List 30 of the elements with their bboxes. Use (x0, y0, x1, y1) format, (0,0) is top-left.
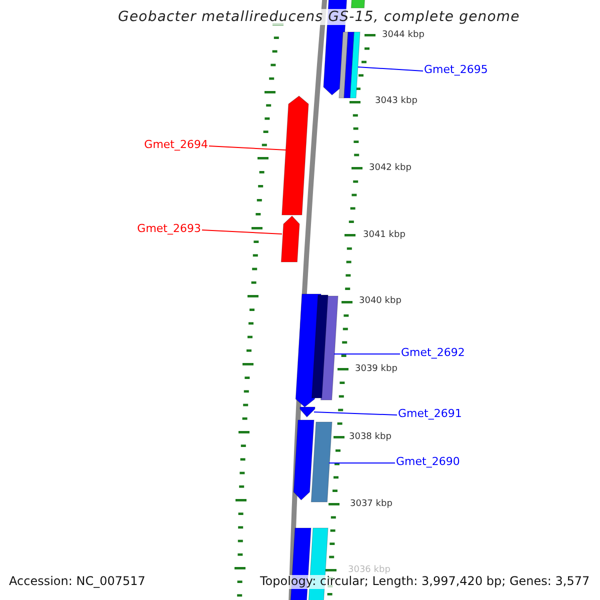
leader-line (208, 146, 286, 150)
gene-feature (338, 32, 348, 98)
accession-text: Accession: NC_007517 (9, 575, 146, 589)
tick-label: 3041 kbp (363, 230, 406, 240)
gene-label: Gmet_2694 (144, 139, 208, 152)
gene-label: Gmet_2695 (424, 64, 488, 77)
leader-line (202, 230, 282, 234)
gene-feature (344, 32, 354, 98)
genome-info-text: Topology: circular; Length: 3,997,420 bp; Genes: 3,577 (260, 575, 590, 589)
gene-label: Gmet_2692 (401, 347, 465, 360)
leader-line (358, 66, 424, 72)
gene-label: Gmet_2690 (396, 456, 460, 469)
leader-line (328, 462, 396, 464)
gene-feature (280, 216, 300, 262)
gene-feature (350, 32, 360, 98)
tick-label: 3044 kbp (382, 30, 424, 40)
gene-label: Gmet_2691 (398, 408, 462, 421)
gene-feature (311, 294, 328, 398)
tick-label: 3038 kbp (349, 432, 392, 442)
tick-label: 3039 kbp (355, 364, 398, 374)
tick-label: 3036 kbp (348, 565, 390, 576)
title: Geobacter metallireducens GS-15, complete genome (118, 9, 520, 26)
tick-label: 3042 kbp (369, 163, 412, 174)
gene-feature (310, 422, 332, 502)
tick-label: 3037 kbp (350, 499, 392, 510)
gene-label: Gmet_2693 (137, 223, 201, 236)
tick-label: 3043 kbp (375, 96, 418, 106)
gene-feature (293, 420, 314, 500)
leader-line (314, 412, 398, 416)
tick-label: 3040 kbp (359, 296, 402, 306)
